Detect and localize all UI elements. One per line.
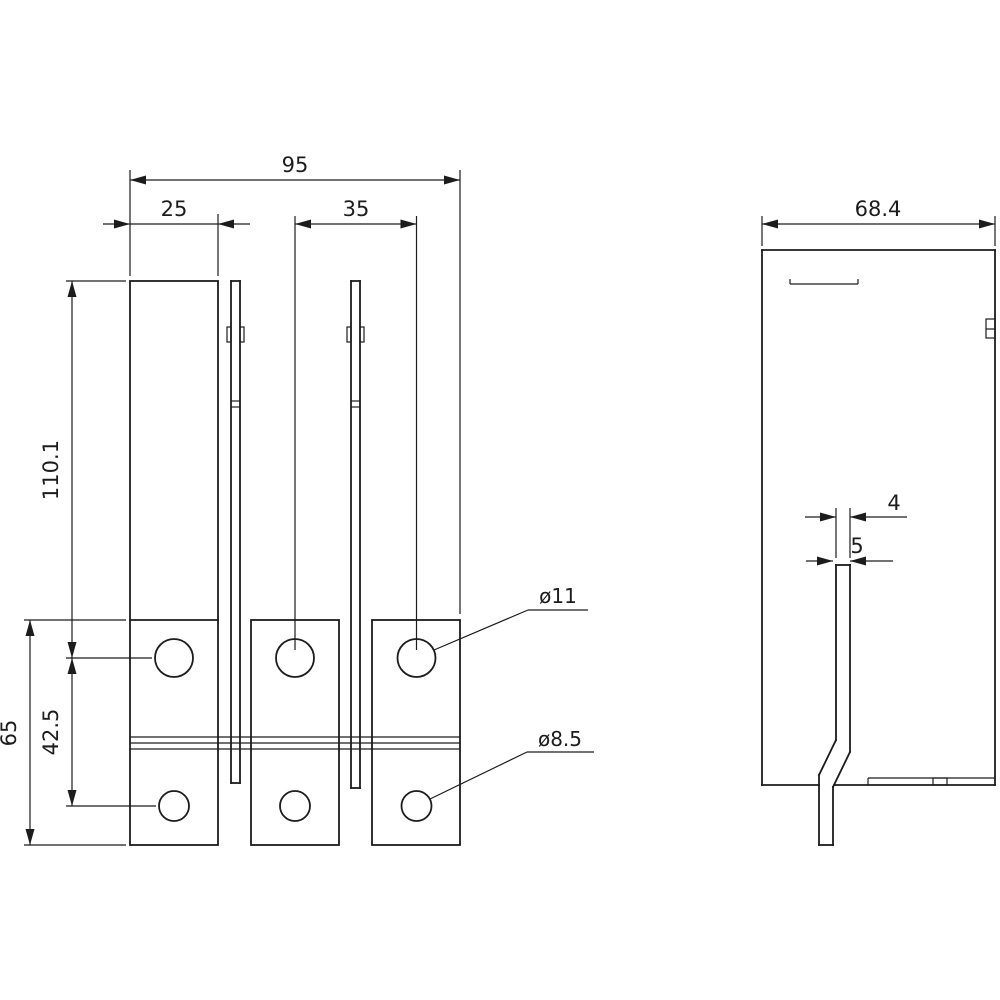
arrowhead-left <box>295 219 311 229</box>
arrowhead-up <box>25 620 35 636</box>
dim-overall-depth: 68.4 <box>761 197 996 246</box>
arrowhead-left <box>850 556 866 566</box>
bottom-clip-detail <box>932 777 948 786</box>
dim-hole-pitch: 35 <box>294 197 418 650</box>
connector-tab <box>817 564 852 846</box>
leader-line <box>433 609 529 651</box>
holes <box>154 638 437 822</box>
dim-text-pad-height: 65 <box>0 720 21 747</box>
arrowhead-left <box>850 512 866 522</box>
leader-upper-hole-diameter: ø11 <box>433 584 588 651</box>
lower-hole <box>400 790 433 822</box>
bar-clip-detail <box>346 326 352 343</box>
dim-text-hole-spacing: 42.5 <box>39 709 63 756</box>
arrowhead-right <box>444 175 460 185</box>
arrowhead-right <box>400 219 417 229</box>
side-view: 68.4 4 5 <box>761 197 996 846</box>
arrowhead-left <box>130 175 146 185</box>
middle-busbar-edge <box>226 280 245 784</box>
upper-hole <box>154 638 194 678</box>
arrowhead-right <box>218 219 234 229</box>
arrowhead-right <box>979 219 995 229</box>
lower-hole <box>158 790 190 822</box>
arrowhead-down <box>67 790 77 806</box>
dim-text-bar-length: 110.1 <box>39 440 63 500</box>
right-pad-outline <box>371 619 461 846</box>
tab-bend-right <box>831 750 852 789</box>
tab-bend-left <box>817 738 838 777</box>
leader-lower-hole-diameter: ø8.5 <box>429 727 594 800</box>
leader-line <box>429 751 528 800</box>
right-busbar-edge <box>346 280 365 789</box>
dim-text-overall-width: 95 <box>282 153 309 177</box>
dim-text-lower-hole-diameter: ø8.5 <box>538 727 582 751</box>
arrowhead-right <box>817 556 833 566</box>
side-body <box>761 249 996 786</box>
dim-text-upper-hole-diameter: ø11 <box>539 584 577 608</box>
dim-hole-spacing: 42.5 <box>39 658 156 807</box>
bar-clip-detail <box>226 326 232 343</box>
terminal-pads <box>130 619 461 846</box>
bar-clip-detail <box>239 326 245 343</box>
arrowhead-right <box>820 512 836 522</box>
arrowhead-left <box>762 219 778 229</box>
dim-tab-offset: 5 <box>806 534 893 566</box>
arrowhead-up <box>67 658 77 674</box>
dim-bar-length: 110.1 <box>39 280 152 659</box>
dim-text-tab-thickness: 4 <box>887 491 900 515</box>
lower-hole <box>279 790 311 822</box>
dim-bar-width: 25 <box>103 197 250 276</box>
dim-pad-height: 65 <box>0 619 126 846</box>
arrowhead-down <box>67 642 77 658</box>
arrowhead-up <box>67 281 77 297</box>
dim-tab-thickness: 4 <box>805 491 907 558</box>
bar-clip-detail <box>359 326 365 343</box>
dim-text-hole-pitch: 35 <box>343 197 370 221</box>
left-busbar <box>129 280 219 846</box>
middle-pad-outline <box>250 619 340 846</box>
arrowhead-left <box>114 219 130 229</box>
dim-text-tab-offset: 5 <box>850 534 863 558</box>
dim-text-bar-width: 25 <box>161 197 188 221</box>
left-busbar-outline <box>129 280 219 846</box>
dim-overall-width: 95 <box>129 153 461 614</box>
dim-text-overall-depth: 68.4 <box>855 197 902 221</box>
arrowhead-down <box>25 829 35 845</box>
front-view: 95 25 35 110.1 <box>0 153 594 846</box>
